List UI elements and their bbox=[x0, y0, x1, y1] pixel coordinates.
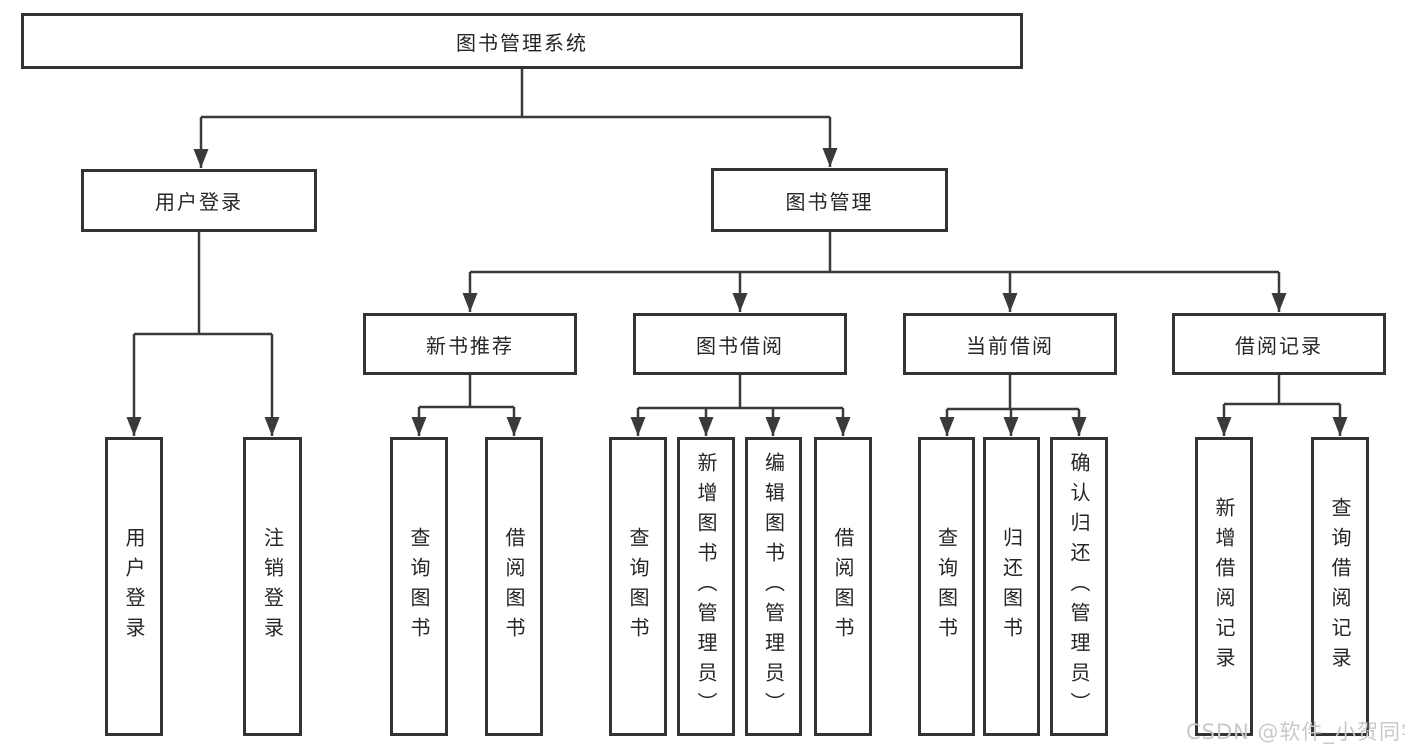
leaf-query-books: 查询图书 bbox=[609, 437, 667, 736]
leaf-label: 确认归还（管理员） bbox=[1067, 451, 1091, 722]
leaf-label: 查询图书 bbox=[626, 526, 650, 647]
leaf-label: 新增借阅记录 bbox=[1212, 496, 1236, 677]
leaf-label: 编辑图书（管理员） bbox=[761, 451, 786, 722]
node-label: 图书借阅 bbox=[696, 333, 784, 358]
leaf-label: 查询借阅记录 bbox=[1328, 496, 1352, 677]
leaf-label: 查询图书 bbox=[934, 526, 959, 647]
node-label: 图书管理 bbox=[785, 189, 874, 214]
leaf-borrow-books: 借阅图书 bbox=[814, 437, 872, 736]
leaf-query-books-recommend: 查询图书 bbox=[390, 437, 448, 736]
node-user-login: 用户登录 bbox=[81, 169, 317, 232]
leaf-logout: 注销登录 bbox=[243, 437, 302, 736]
node-label: 图书管理系统 bbox=[456, 30, 588, 55]
node-book-management: 图书管理 bbox=[711, 168, 948, 232]
leaf-add-books-admin: 新增图书（管理员） bbox=[677, 437, 735, 736]
csdn-watermark: CSDN @软件_小贺同学 bbox=[1186, 720, 1405, 744]
leaf-label: 注销登录 bbox=[260, 526, 285, 647]
leaf-query-borrow-record: 查询借阅记录 bbox=[1311, 437, 1369, 736]
node-library-management-system: 图书管理系统 bbox=[21, 13, 1023, 69]
leaf-user-login: 用户登录 bbox=[105, 437, 163, 736]
leaf-borrow-books-recommend: 借阅图书 bbox=[485, 437, 543, 736]
leaf-label: 查询图书 bbox=[407, 526, 431, 647]
node-current-borrow: 当前借阅 bbox=[903, 313, 1117, 375]
leaf-label: 新增图书（管理员） bbox=[694, 451, 718, 722]
node-label: 用户登录 bbox=[155, 190, 243, 214]
leaf-edit-books-admin: 编辑图书（管理员） bbox=[745, 437, 802, 736]
leaf-return-books: 归还图书 bbox=[983, 437, 1040, 736]
node-borrow-records: 借阅记录 bbox=[1172, 313, 1386, 375]
node-label: 当前借阅 bbox=[966, 333, 1054, 358]
leaf-label: 借阅图书 bbox=[831, 526, 855, 647]
leaf-confirm-return-admin: 确认归还（管理员） bbox=[1050, 437, 1108, 736]
node-book-borrow: 图书借阅 bbox=[633, 313, 847, 375]
leaf-label: 用户登录 bbox=[122, 526, 146, 647]
leaf-add-borrow-record: 新增借阅记录 bbox=[1195, 437, 1253, 736]
leaf-label: 归还图书 bbox=[999, 526, 1024, 647]
node-label: 新书推荐 bbox=[426, 333, 514, 358]
leaf-label: 借阅图书 bbox=[502, 526, 526, 647]
node-label: 借阅记录 bbox=[1235, 333, 1323, 358]
node-new-book-recommend: 新书推荐 bbox=[363, 313, 577, 375]
leaf-query-books-current: 查询图书 bbox=[918, 437, 975, 736]
